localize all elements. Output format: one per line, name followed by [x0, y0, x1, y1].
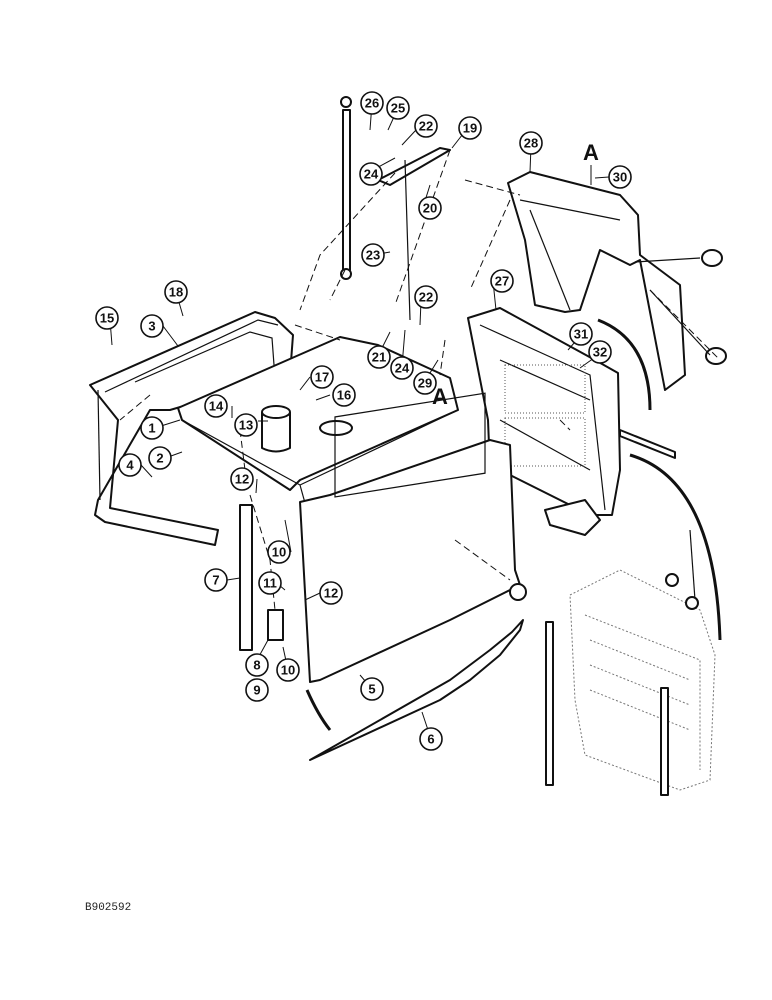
svg-text:31: 31 — [574, 327, 588, 342]
svg-text:21: 21 — [372, 350, 386, 365]
svg-text:1: 1 — [148, 421, 155, 436]
callout-10b: 10 — [276, 658, 300, 682]
callout-10a: 10 — [267, 540, 291, 564]
callout-8: 8 — [245, 653, 269, 677]
svg-text:10: 10 — [281, 663, 295, 678]
callout-3: 3 — [140, 314, 164, 338]
svg-text:7: 7 — [212, 573, 219, 588]
svg-text:18: 18 — [169, 285, 183, 300]
callout-13: 13 — [234, 413, 258, 437]
radiator-outline — [569, 569, 716, 791]
callout-18: 18 — [164, 280, 188, 304]
callout-12a: 12 — [230, 467, 254, 491]
hinge-bar — [239, 504, 253, 651]
drawing-number: B902592 — [85, 902, 131, 914]
parts-artwork — [89, 96, 727, 796]
svg-text:13: 13 — [239, 418, 253, 433]
svg-text:24: 24 — [364, 167, 379, 182]
svg-text:12: 12 — [324, 586, 338, 601]
grille-mesh — [504, 364, 586, 467]
svg-text:23: 23 — [366, 248, 380, 263]
callout-25: 25 — [386, 96, 410, 120]
callouts: 1 2 3 4 5 6 7 8 9 10 10 11 12 12 13 14 1… — [95, 91, 632, 751]
svg-text:22: 22 — [419, 290, 433, 305]
callout-28: 28 — [519, 131, 543, 155]
hood-opening — [319, 420, 353, 436]
svg-text:2: 2 — [156, 451, 163, 466]
side-door-panel — [299, 439, 521, 683]
seal-strip-right — [660, 687, 669, 796]
grille-screen — [507, 171, 686, 391]
svg-text:8: 8 — [253, 658, 260, 673]
gas-strut — [342, 109, 351, 271]
svg-text:20: 20 — [423, 201, 437, 216]
callout-12b: 12 — [319, 581, 343, 605]
svg-text:15: 15 — [100, 311, 114, 326]
hinge-plate — [267, 609, 284, 641]
svg-text:5: 5 — [368, 682, 375, 697]
callout-5: 5 — [360, 677, 384, 701]
callout-14: 14 — [204, 394, 228, 418]
svg-text:24: 24 — [395, 361, 410, 376]
callout-6: 6 — [419, 727, 443, 751]
callout-20: 20 — [418, 196, 442, 220]
callout-24b: 24 — [390, 356, 414, 380]
callout-29: 29 — [413, 371, 437, 395]
callout-19: 19 — [458, 116, 482, 140]
callout-16: 16 — [332, 383, 356, 407]
grille-trim-strip — [619, 429, 676, 459]
svg-text:26: 26 — [365, 96, 379, 111]
callout-22b: 22 — [414, 285, 438, 309]
callout-11: 11 — [258, 571, 282, 595]
callout-21: 21 — [367, 345, 391, 369]
svg-text:19: 19 — [463, 121, 477, 136]
callout-7: 7 — [204, 568, 228, 592]
svg-text:10: 10 — [272, 545, 286, 560]
left-side-panel — [89, 311, 294, 546]
svg-text:29: 29 — [418, 376, 432, 391]
callout-24a: 24 — [359, 162, 383, 186]
svg-text:28: 28 — [524, 136, 538, 151]
svg-text:9: 9 — [253, 683, 260, 698]
svg-text:27: 27 — [495, 274, 509, 289]
svg-text:30: 30 — [613, 170, 627, 185]
bottom-trim-strip — [309, 619, 524, 761]
callout-26: 26 — [360, 91, 384, 115]
hood-support-rod — [377, 147, 451, 186]
svg-text:4: 4 — [126, 458, 134, 473]
svg-text:25: 25 — [391, 101, 405, 116]
svg-text:3: 3 — [148, 319, 155, 334]
svg-text:16: 16 — [337, 388, 351, 403]
callout-15: 15 — [95, 306, 119, 330]
section-marker-top: A — [583, 140, 599, 165]
callout-27: 27 — [490, 269, 514, 293]
svg-text:12: 12 — [235, 472, 249, 487]
callout-1: 1 — [140, 416, 164, 440]
callout-30: 30 — [608, 165, 632, 189]
section-marker-mid: A — [432, 384, 448, 409]
svg-text:17: 17 — [315, 370, 329, 385]
callout-9: 9 — [245, 678, 269, 702]
svg-text:11: 11 — [263, 576, 277, 591]
callout-17: 17 — [310, 365, 334, 389]
exhaust-stack — [261, 412, 291, 453]
callout-31: 31 — [569, 322, 593, 346]
svg-text:6: 6 — [427, 732, 434, 747]
side-door-window — [334, 392, 486, 498]
callout-32: 32 — [588, 340, 612, 364]
callout-22a: 22 — [414, 114, 438, 138]
svg-text:22: 22 — [419, 119, 433, 134]
callout-2: 2 — [148, 446, 172, 470]
latch-bracket — [544, 499, 601, 536]
seal-strip-left — [545, 621, 554, 786]
svg-text:14: 14 — [209, 399, 224, 414]
callout-23: 23 — [361, 243, 385, 267]
svg-text:32: 32 — [593, 345, 607, 360]
callout-4: 4 — [118, 453, 142, 477]
